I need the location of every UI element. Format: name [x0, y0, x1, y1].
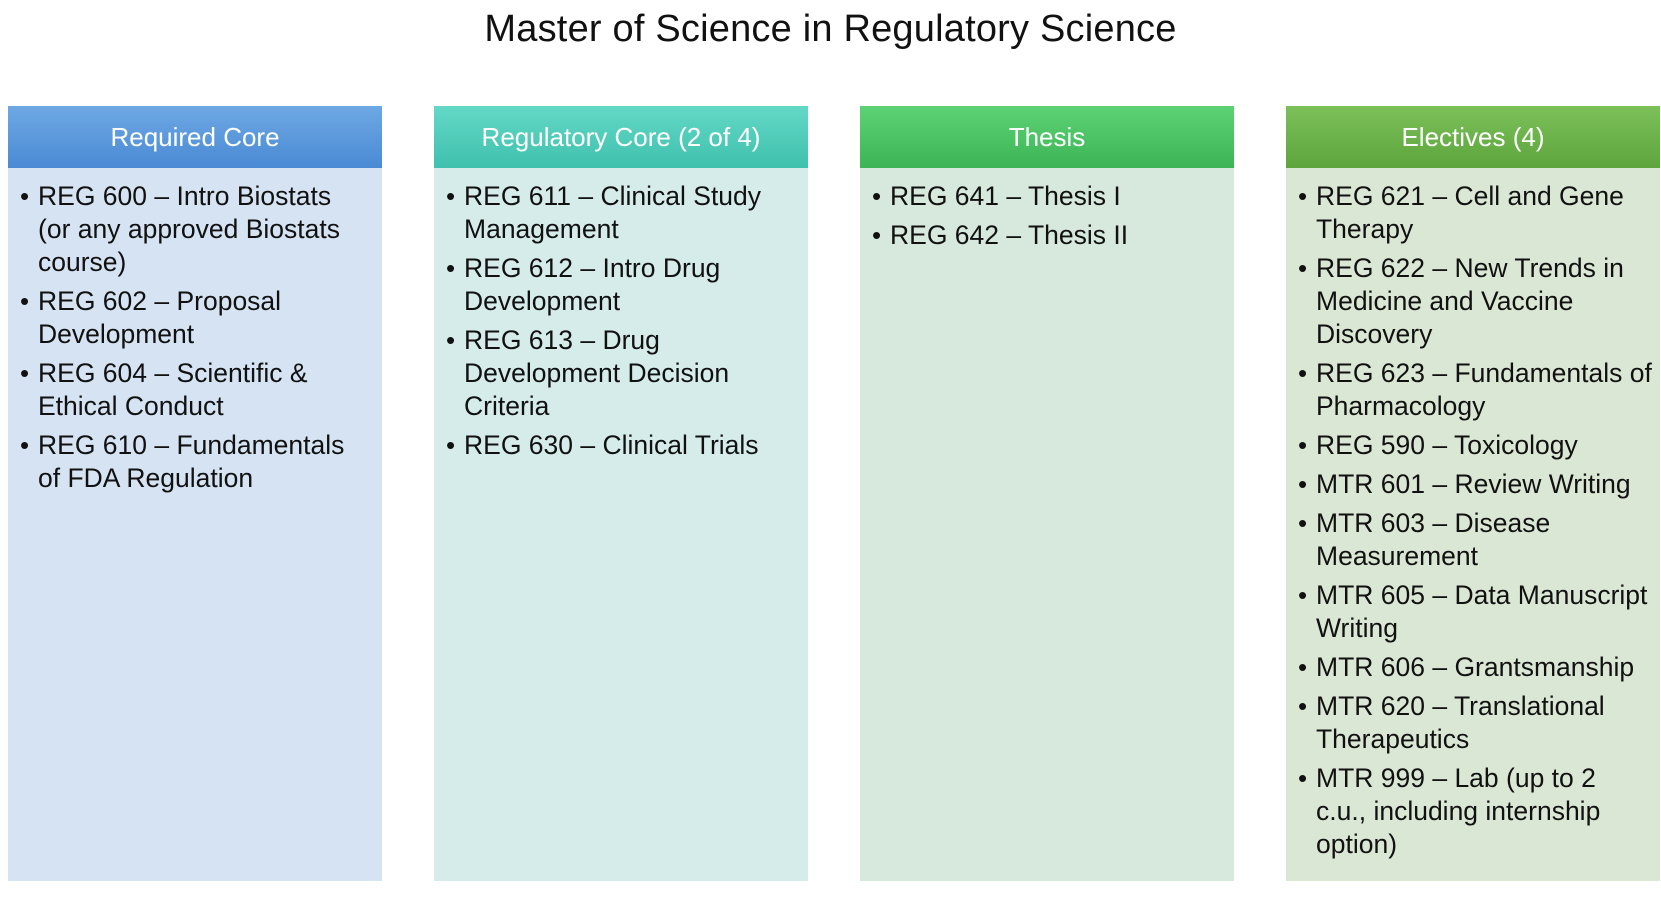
course-item: REG 610 – Fundamentals of FDA Regulation	[20, 429, 366, 495]
course-item: MTR 620 – Translational Therapeutics	[1298, 690, 1652, 756]
column-header: Regulatory Core (2 of 4)	[434, 106, 808, 168]
course-list: REG 621 – Cell and Gene TherapyREG 622 –…	[1298, 180, 1652, 861]
course-item: REG 612 – Intro Drug Development	[446, 252, 792, 318]
course-item: REG 600 – Intro Biostats (or any approve…	[20, 180, 366, 279]
column-body: REG 641 – Thesis I REG 642 – Thesis II	[860, 168, 1234, 881]
course-item: REG 641 – Thesis I	[872, 180, 1218, 213]
column-header: Thesis	[860, 106, 1234, 168]
course-item: REG 613 – Drug Development Decision Crit…	[446, 324, 792, 423]
course-item: MTR 601 – Review Writing	[1298, 468, 1652, 501]
course-item: MTR 999 – Lab (up to 2 c.u., including i…	[1298, 762, 1652, 861]
course-item: REG 602 – Proposal Development	[20, 285, 366, 351]
course-item: REG 621 – Cell and Gene Therapy	[1298, 180, 1652, 246]
course-item: REG 611 – Clinical Study Management	[446, 180, 792, 246]
course-item: REG 590 – Toxicology	[1298, 429, 1652, 462]
column-thesis: Thesis REG 641 – Thesis I REG 642 – Thesi…	[860, 106, 1234, 881]
column-required-core: Required Core REG 600 – Intro Biostats (…	[8, 106, 382, 881]
column-electives: Electives (4) REG 621 – Cell and Gene Th…	[1286, 106, 1660, 881]
column-body: REG 621 – Cell and Gene TherapyREG 622 –…	[1286, 168, 1660, 881]
column-header: Electives (4)	[1286, 106, 1660, 168]
course-item: REG 630 – Clinical Trials	[446, 429, 792, 462]
column-regulatory-core: Regulatory Core (2 of 4) REG 611 – Clini…	[434, 106, 808, 881]
course-item: REG 604 – Scientific & Ethical Conduct	[20, 357, 366, 423]
course-list: REG 600 – Intro Biostats (or any approve…	[20, 180, 366, 495]
column-body: REG 611 – Clinical Study ManagementREG 6…	[434, 168, 808, 881]
course-item: MTR 606 – Grantsmanship	[1298, 651, 1652, 684]
course-item: REG 642 – Thesis II	[872, 219, 1218, 252]
page-title: Master of Science in Regulatory Science	[484, 8, 1177, 50]
column-body: REG 600 – Intro Biostats (or any approve…	[8, 168, 382, 881]
course-list: REG 611 – Clinical Study ManagementREG 6…	[446, 180, 792, 462]
course-item: MTR 603 – Disease Measurement	[1298, 507, 1652, 573]
course-item: MTR 605 – Data Manuscript Writing	[1298, 579, 1652, 645]
column-header: Required Core	[8, 106, 382, 168]
course-list: REG 641 – Thesis I REG 642 – Thesis II	[872, 180, 1218, 252]
course-item: REG 622 – New Trends in Medicine and Vac…	[1298, 252, 1652, 351]
course-item: REG 623 – Fundamentals of Pharmacology	[1298, 357, 1652, 423]
